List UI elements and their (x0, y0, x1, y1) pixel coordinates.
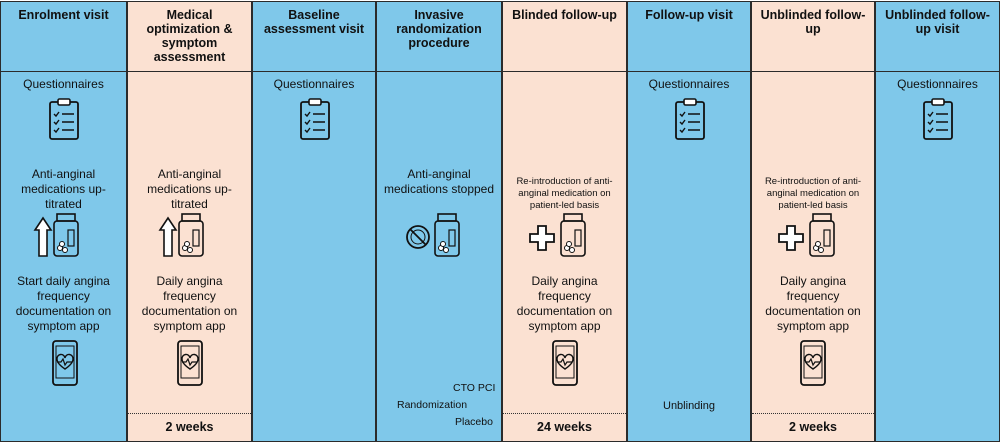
column-header: Unblinded follow-up visit (876, 2, 999, 72)
column-blinded-follow-up: Blinded follow-up Re-introduction of ant… (502, 1, 627, 442)
duration-label: 2 weeks (752, 413, 874, 441)
column-enrolment-visit: Enrolment visit Questionnaires Anti-angi… (0, 1, 127, 442)
column-baseline-assessment: Baseline assessment visit Questionnaires (252, 1, 376, 442)
medication-text: Anti-anginal medications up-titrated (21, 167, 106, 211)
symptom-text: Daily angina frequency documentation on … (516, 274, 613, 333)
smartphone-heart-icon (551, 339, 579, 387)
column-header: Invasive randomization procedure (377, 2, 501, 72)
duration-label: 2 weeks (128, 413, 251, 441)
column-unblinded-follow-up-visit: Unblinded follow-up visit Questionnaires (875, 1, 1000, 442)
pill-bottle-up-arrow-icon (33, 210, 83, 258)
unblinding-label: Unblinding (663, 400, 715, 412)
clipboard-checklist-icon (299, 97, 331, 141)
duration-label: 24 weeks (503, 413, 626, 441)
medication-text: Re-introduction of anti-anginal medicati… (516, 176, 613, 211)
medication-text: Anti-anginal medications stopped (383, 167, 495, 196)
smartphone-heart-icon (176, 339, 204, 387)
questionnaires-label: Questionnaires (23, 77, 104, 91)
column-medical-optimization: Medical optimization & symptom assessmen… (127, 1, 252, 442)
questionnaires-label: Questionnaires (648, 77, 730, 91)
symptom-text: Start daily angina frequency documentati… (15, 274, 112, 333)
cto-pci-label: CTO PCI (453, 382, 496, 394)
clipboard-checklist-icon (674, 97, 706, 141)
column-header: Baseline assessment visit (253, 2, 375, 72)
medication-text: Anti-anginal medications up-titrated (147, 167, 232, 211)
column-unblinded-follow-up: Unblinded follow-up Re-introduction of a… (751, 1, 875, 442)
placebo-label: Placebo (455, 416, 493, 428)
questionnaires-label: Questionnaires (273, 77, 355, 91)
clipboard-checklist-icon (48, 97, 80, 141)
randomization-label: Randomization (397, 399, 468, 411)
clipboard-checklist-icon (922, 97, 954, 141)
pill-bottle-up-arrow-icon (158, 210, 208, 258)
pill-bottle-stop-icon (405, 210, 465, 258)
symptom-text: Daily angina frequency documentation on … (765, 274, 861, 333)
symptom-text: Daily angina frequency documentation on … (141, 274, 238, 333)
column-header: Medical optimization & symptom assessmen… (128, 2, 251, 72)
smartphone-heart-icon (799, 339, 827, 387)
column-header: Enrolment visit (1, 2, 126, 72)
column-invasive-randomization: Invasive randomization procedure Anti-an… (376, 1, 502, 442)
column-header: Blinded follow-up (503, 2, 626, 72)
pill-bottle-plus-icon (529, 210, 591, 258)
column-header: Follow-up visit (628, 2, 750, 72)
questionnaires-label: Questionnaires (897, 77, 978, 91)
pill-bottle-plus-icon (778, 210, 840, 258)
smartphone-heart-icon (51, 339, 79, 387)
column-header: Unblinded follow-up (752, 2, 874, 72)
column-follow-up-visit: Follow-up visit Questionnaires Unblindin… (627, 1, 751, 442)
medication-text: Re-introduction of anti-anginal medicati… (764, 176, 862, 211)
